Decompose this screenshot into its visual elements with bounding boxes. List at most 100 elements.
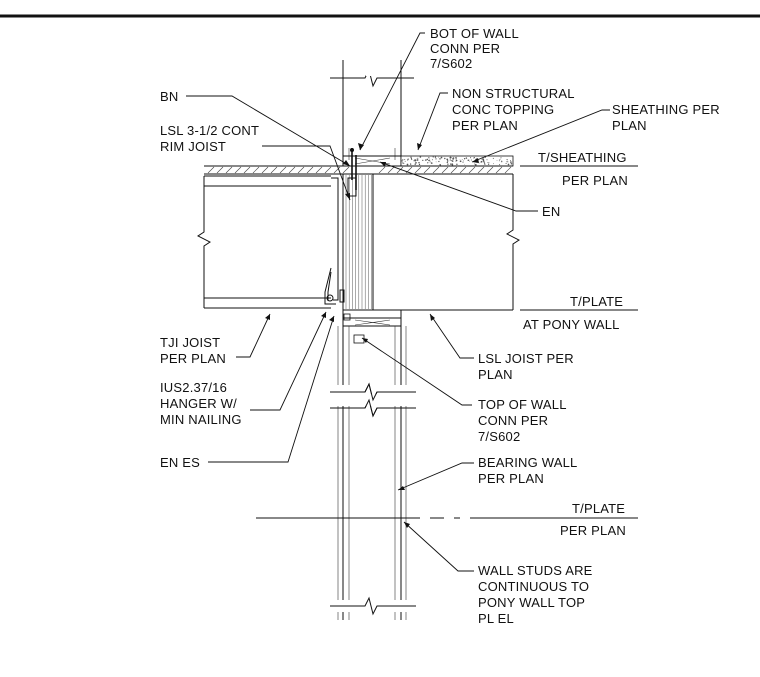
lsl-joist — [373, 174, 520, 311]
note-non-structural-conc: NON STRUCTURAL CONC TOPPING PER PLAN — [452, 86, 575, 133]
note-lsl-rim-joist: LSL 3-1/2 CONT RIM JOIST — [160, 123, 259, 154]
concrete-stipple-dot — [429, 161, 431, 163]
concrete-stipple-dot — [488, 162, 490, 164]
concrete-stipple-dot — [467, 159, 470, 161]
concrete-stipple-dot — [483, 160, 485, 162]
concrete-stipple-dot — [435, 158, 437, 160]
concrete-stipple-dot — [465, 157, 468, 159]
sheathing-hatch-line — [216, 166, 224, 174]
sheathing-hatch-line — [261, 166, 269, 174]
note-tji-joist: TJI JOIST PER PLAN — [160, 335, 226, 366]
note-t-plate-pony-wall: T/PLATE AT PONY WALL — [523, 294, 623, 332]
concrete-stipple-dot — [473, 157, 475, 159]
concrete-stipple-dot — [402, 159, 404, 161]
concrete-stipple-dot — [459, 159, 461, 160]
svg-text:PLAN: PLAN — [612, 118, 647, 133]
concrete-stipple-dot — [474, 163, 477, 166]
svg-text:WALL STUDS ARE: WALL STUDS ARE — [478, 563, 593, 578]
concrete-stipple-dot — [416, 158, 418, 159]
concrete-stipple-dot — [499, 159, 501, 161]
svg-text:T/SHEATHING: T/SHEATHING — [538, 150, 627, 165]
concrete-stipple-dot — [446, 160, 449, 162]
concrete-stipple-dot — [440, 156, 443, 159]
concrete-stipple-dot — [447, 163, 449, 165]
note-wall-studs: WALL STUDS ARE CONTINUOUS TO PONY WALL T… — [478, 563, 593, 626]
concrete-stipple-dot — [402, 162, 404, 164]
concrete-stipple-dot — [509, 160, 511, 162]
svg-text:7/S602: 7/S602 — [430, 56, 472, 71]
concrete-stipple-dot — [487, 163, 490, 165]
sheathing-hatch-line — [378, 166, 386, 174]
concrete-stipple-dot — [435, 161, 437, 163]
svg-text:CONC TOPPING: CONC TOPPING — [452, 102, 554, 117]
sheathing-hatch-line — [441, 166, 449, 174]
note-en-es: EN ES — [160, 455, 200, 470]
concrete-stipple-dot — [468, 159, 470, 161]
concrete-stipple-dot — [444, 157, 446, 160]
concrete-stipple-dot — [406, 163, 409, 166]
concrete-stipple-dot — [418, 163, 421, 166]
concrete-stipple-dot — [499, 164, 501, 166]
concrete-stipple-dot — [419, 156, 422, 158]
concrete-stipple-dot — [428, 159, 431, 161]
svg-text:TOP OF WALL: TOP OF WALL — [478, 397, 567, 412]
concrete-stipple-dot — [452, 158, 454, 160]
sheathing-hatch-line — [279, 166, 287, 174]
concrete-stipple-dot — [463, 160, 465, 162]
concrete-stipple-dot — [455, 161, 457, 162]
concrete-stipple-dot — [401, 160, 403, 162]
svg-text:LSL JOIST PER: LSL JOIST PER — [478, 351, 574, 366]
concrete-stipple-dot — [451, 160, 453, 161]
concrete-stipple-dot — [430, 162, 433, 164]
concrete-stipple-dot — [414, 159, 417, 161]
concrete-stipple-dot — [498, 160, 500, 162]
concrete-stipple-dot — [470, 157, 472, 159]
concrete-stipple-dot — [432, 156, 434, 158]
concrete-stipple-dot — [505, 162, 507, 164]
sheathing-hatch-line — [324, 166, 332, 174]
concrete-stipple-dot — [439, 164, 441, 166]
sheathing-hatch-line — [477, 166, 485, 174]
sheathing-hatch-line — [207, 166, 215, 174]
concrete-stipple-dot — [510, 161, 512, 163]
concrete-stipple-dot — [426, 159, 427, 161]
svg-text:IUS2.37/16: IUS2.37/16 — [160, 380, 227, 395]
note-bn: BN — [160, 89, 178, 104]
concrete-stipple-dot — [411, 159, 413, 161]
svg-text:PL EL: PL EL — [478, 611, 514, 626]
concrete-stipple-dot — [459, 160, 462, 163]
concrete-topping — [400, 155, 514, 167]
concrete-stipple-dot — [452, 163, 453, 165]
note-t-plate-per-plan: T/PLATE PER PLAN — [560, 501, 626, 538]
svg-text:BEARING WALL: BEARING WALL — [478, 455, 577, 470]
sheathing-hatch-line — [486, 166, 494, 174]
concrete-stipple-dot — [469, 160, 470, 162]
concrete-stipple-dot — [455, 156, 457, 159]
concrete-stipple-dot — [501, 161, 503, 163]
svg-text:CONN PER: CONN PER — [430, 41, 500, 56]
svg-text:LSL 3-1/2 CONT: LSL 3-1/2 CONT — [160, 123, 259, 138]
sheathing-hatch-line — [315, 166, 323, 174]
svg-text:PLAN: PLAN — [478, 367, 513, 382]
concrete-stipple-dot — [403, 162, 405, 164]
svg-text:BOT OF WALL: BOT OF WALL — [430, 26, 519, 41]
sheathing-hatch-line — [396, 166, 404, 174]
note-top-of-wall-conn: TOP OF WALL CONN PER 7/S602 — [478, 397, 567, 444]
concrete-stipple-dot — [484, 162, 486, 164]
concrete-stipple-dot — [449, 159, 451, 161]
note-en: EN — [542, 204, 560, 219]
tji-joist — [197, 175, 331, 309]
svg-text:SHEATHING PER: SHEATHING PER — [612, 102, 720, 117]
svg-text:AT PONY WALL: AT PONY WALL — [523, 317, 620, 332]
concrete-stipple-dot — [492, 157, 494, 159]
sheathing-hatch-line — [306, 166, 314, 174]
concrete-stipple-dot — [474, 163, 476, 165]
concrete-stipple-dot — [438, 160, 440, 163]
concrete-stipple-dot — [422, 159, 424, 162]
sheathing-hatch-line — [234, 166, 242, 174]
concrete-stipple-dot — [402, 161, 403, 163]
concrete-stipple-dot — [486, 159, 488, 161]
sheathing-hatch-line — [333, 166, 341, 174]
ius-hanger — [324, 177, 345, 305]
